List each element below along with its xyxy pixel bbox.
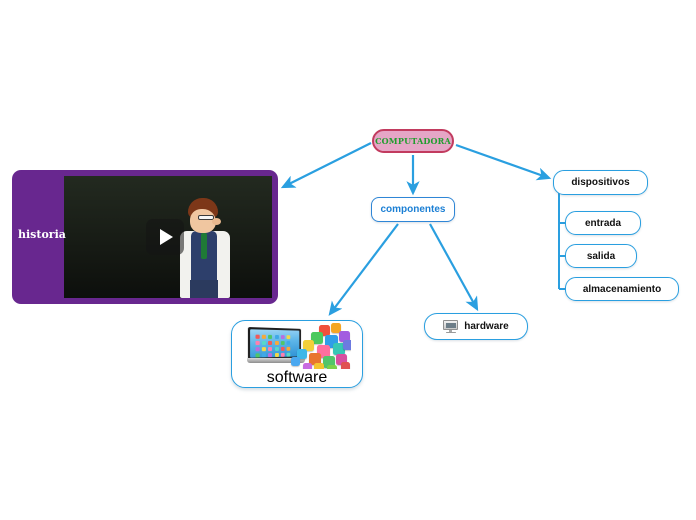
node-salida[interactable]: salida: [565, 244, 637, 268]
node-computadora[interactable]: COMPUTADORA: [372, 129, 454, 153]
connector-componentes-to-software: [328, 223, 399, 316]
node-entrada[interactable]: entrada: [565, 211, 641, 235]
node-almacenamiento-label: almacenamiento: [582, 283, 662, 295]
scientist-figure: [176, 198, 236, 298]
app-icons-cloud: [289, 323, 351, 369]
node-software-label: software: [266, 369, 328, 386]
monitor-icon: [443, 320, 459, 334]
node-computadora-label: COMPUTADORA: [375, 135, 451, 147]
node-componentes-label: componentes: [380, 204, 446, 215]
connector-central-to-historia: [280, 142, 372, 189]
node-componentes[interactable]: componentes: [371, 197, 455, 222]
node-almacenamiento[interactable]: almacenamiento: [565, 277, 679, 301]
node-dispositivos[interactable]: dispositivos: [553, 170, 648, 195]
node-hardware-content: hardware: [443, 320, 509, 334]
node-entrada-label: entrada: [584, 217, 622, 229]
laptop-apps-image: [243, 323, 351, 369]
node-salida-label: salida: [586, 250, 616, 262]
video-title-historia: historia: [18, 228, 66, 241]
node-software[interactable]: software: [231, 320, 363, 388]
play-icon[interactable]: [146, 219, 184, 255]
laptop-icon: [247, 327, 305, 364]
node-dispositivos-label: dispositivos: [571, 177, 630, 188]
node-hardware-label: hardware: [464, 321, 509, 332]
connector-central-to-dispositivos: [455, 143, 552, 181]
node-hardware[interactable]: hardware: [424, 313, 528, 340]
connector-componentes-to-hardware: [429, 223, 479, 312]
